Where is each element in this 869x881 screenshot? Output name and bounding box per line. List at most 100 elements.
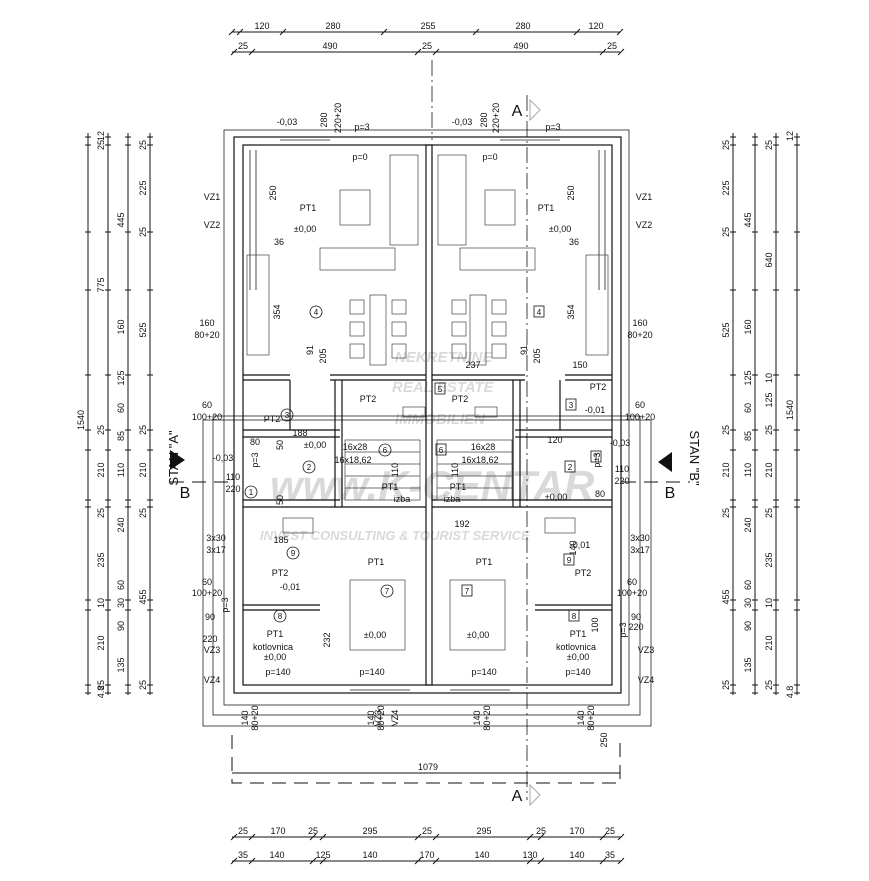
plan-label-d185: 185 <box>273 535 288 545</box>
room-number: 8 <box>572 612 577 621</box>
dimension-tick <box>617 857 625 865</box>
plan-label-p3: p=3 <box>354 122 369 132</box>
room-number: 2 <box>568 463 573 472</box>
plan-label-d91: 91 <box>519 345 529 355</box>
dimension-left: 25 <box>96 508 106 518</box>
dimension-right: 25 <box>721 140 731 150</box>
room-number: 2 <box>307 463 312 472</box>
dimension-left: 25 <box>138 425 148 435</box>
dimension-left: 25 <box>96 140 106 150</box>
plan-label-pt1: PT1 <box>300 203 317 213</box>
dimension-tick <box>599 48 607 56</box>
dimension-right: 10 <box>764 373 774 383</box>
room-number-marker <box>533 305 545 318</box>
dimension-tick <box>599 833 607 841</box>
dimension-left: 210 <box>96 462 106 477</box>
plan-label-d120: 120 <box>547 435 562 445</box>
dimension-left: 235 <box>96 552 106 567</box>
plan-label-lvl003: -0,03 <box>213 453 234 463</box>
plan-label-w60: 60 <box>202 577 212 587</box>
dimension-right: 455 <box>721 589 731 604</box>
dimension-left: 90 <box>116 621 126 631</box>
plan-label-vz1: VZ1 <box>204 192 221 202</box>
kitchen-counter <box>585 254 609 356</box>
plan-label-d150: 150 <box>572 360 587 370</box>
room-number-marker <box>309 305 323 319</box>
plan-label-lvl0: ±0,00 <box>304 440 326 450</box>
dimension-right: 25 <box>764 680 774 690</box>
dimension-right: 25 <box>721 425 731 435</box>
room-number: 7 <box>385 587 390 596</box>
plan-label-w60: 60 <box>627 577 637 587</box>
dimension-left: 10 <box>96 598 106 608</box>
watermark-text: REAL ESTATE <box>392 379 495 396</box>
dimension-top: 25 <box>238 41 248 51</box>
dining-table <box>369 294 387 366</box>
dimension-right: 640 <box>764 252 774 267</box>
plan-label-d354: 354 <box>566 304 576 319</box>
dimension-bottom: 170 <box>569 826 584 836</box>
dimension-right: 125 <box>743 370 753 385</box>
plan-label-d205: 205 <box>532 348 542 363</box>
dimension-right: 1540 <box>785 400 795 420</box>
room-number-marker <box>378 443 392 457</box>
dimension-tick <box>432 833 440 841</box>
plan-label-d110: 110 <box>450 463 460 477</box>
plan-label-pt2: PT2 <box>360 394 377 404</box>
dimension-left: 25 <box>138 140 148 150</box>
room-number-marker <box>286 546 300 560</box>
dimension-tick <box>617 833 625 841</box>
dimension-bottom: 295 <box>476 826 491 836</box>
plan-label-pt1: PT1 <box>450 482 467 492</box>
room-number: 1 <box>249 488 254 497</box>
dimension-tick <box>432 857 440 865</box>
plan-label-d90: 90 <box>631 612 641 622</box>
plan-label-d188: 188 <box>292 428 307 438</box>
plan-label-lvl001: -0,01 <box>280 582 301 592</box>
section-arrow-icon <box>658 452 672 472</box>
plan-label-d110: 110 <box>390 463 400 477</box>
dimension-left: 225 <box>138 180 148 195</box>
plan-label-d140: 140 <box>366 710 376 725</box>
room-number: 7 <box>465 587 470 596</box>
dimension-right: 25 <box>721 680 731 690</box>
plan-label-w60: 60 <box>635 400 645 410</box>
dimension-top: 25 <box>422 41 432 51</box>
plan-label-d50: 50 <box>275 495 285 505</box>
dimension-right: 160 <box>743 319 753 334</box>
dimension-left: 4.8 <box>96 686 106 699</box>
plan-label-p3: p=3 <box>592 452 602 467</box>
plan-label-vz3: VZ3 <box>373 710 383 727</box>
plan-label-d8020b: 80+20 <box>586 705 596 730</box>
plan-label-d205: 205 <box>318 348 328 363</box>
dimension-bottom: 295 <box>362 826 377 836</box>
plan-label-d220: 220 <box>202 634 217 644</box>
dimension-tick <box>230 857 238 865</box>
dimension-left: 210 <box>138 462 148 477</box>
bed <box>449 579 506 651</box>
dimension-right: 60 <box>743 580 753 590</box>
plan-label-p3: p=3 <box>220 597 230 612</box>
section-arrow-icon <box>529 783 541 807</box>
plan-label-p140: p=140 <box>359 667 384 677</box>
dimension-tick <box>526 857 534 865</box>
dimension-right: 90 <box>743 621 753 631</box>
plan-label-d140: 140 <box>576 710 586 725</box>
dimension-bottom: 140 <box>362 850 377 860</box>
plan-label-pt2: PT2 <box>452 394 469 404</box>
dimension-tick <box>230 833 238 841</box>
dimension-right: 25 <box>764 140 774 150</box>
plan-label-st2: 16x18,62 <box>461 455 498 465</box>
plan-label-vz4: VZ4 <box>638 675 655 685</box>
plan-label-d354: 354 <box>272 304 282 319</box>
dimension-tick <box>230 48 238 56</box>
plan-label-p140: p=140 <box>565 667 590 677</box>
dimension-tick <box>236 28 244 36</box>
room-number-marker <box>565 398 577 411</box>
dimension-tick <box>248 48 256 56</box>
room-number-marker <box>302 460 316 474</box>
dimension-top: 255 <box>420 21 435 31</box>
plan-label-pt1: PT1 <box>538 203 555 213</box>
dimension-top: 490 <box>513 41 528 51</box>
dimension-left: 85 <box>116 431 126 441</box>
